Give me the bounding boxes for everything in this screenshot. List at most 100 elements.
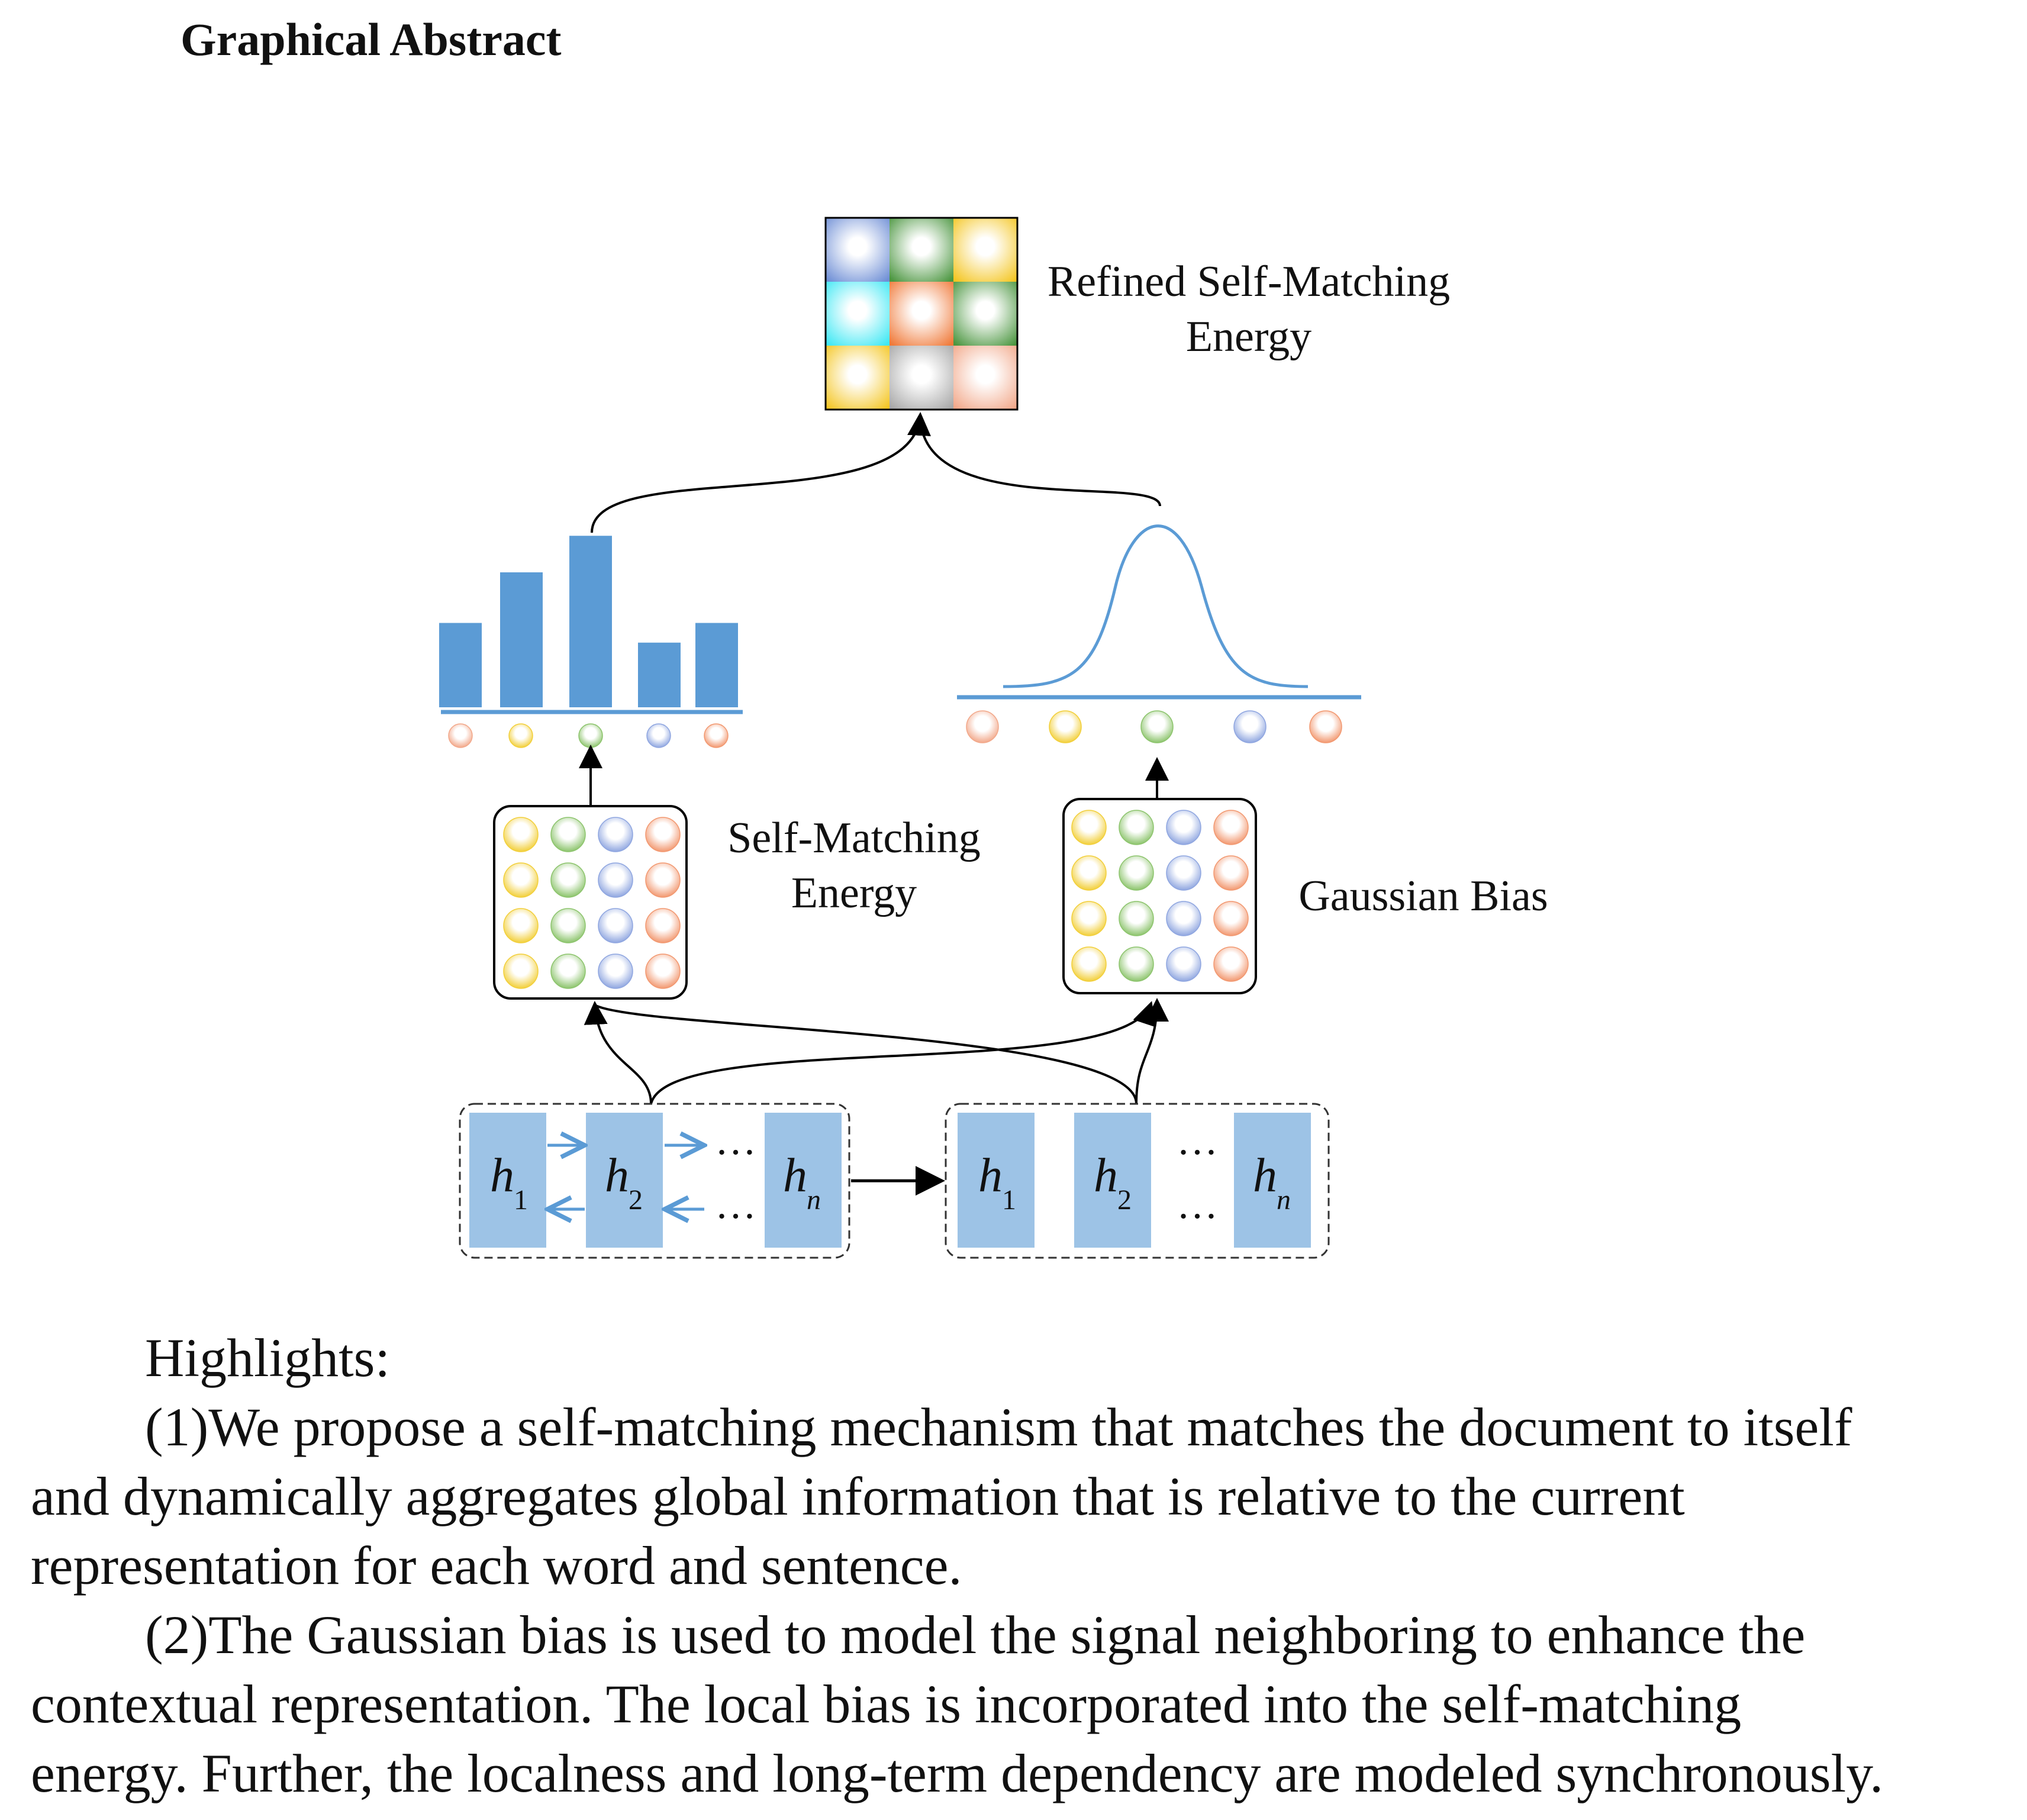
- output-group-box: [945, 1103, 1330, 1259]
- energy-bar: [695, 623, 738, 707]
- token-ball: [1049, 710, 1082, 743]
- token-ball: [646, 723, 671, 748]
- right-to-sm-arrow: [594, 1004, 1137, 1104]
- grid-ball: [1071, 855, 1107, 891]
- hidden-state-hn: h n: [783, 1148, 821, 1216]
- ellipsis: …: [715, 1182, 756, 1228]
- grid-ball: [1166, 810, 1201, 845]
- energy-bar: [439, 623, 482, 707]
- hidden-state-h2: h 2: [1094, 1148, 1132, 1216]
- hidden-state-h2: h 2: [605, 1148, 643, 1216]
- token-ball: [578, 723, 603, 748]
- left-to-gb-arrow: [650, 1001, 1156, 1104]
- grid-ball: [1119, 901, 1154, 936]
- grid-ball: [503, 954, 539, 989]
- grid-ball: [1119, 855, 1154, 891]
- refined-energy-label-line2: Energy: [1186, 313, 1311, 361]
- grid-ball: [1119, 946, 1154, 982]
- right-to-gb-arrow: [1135, 998, 1169, 1104]
- refined-grid-cell: [826, 282, 890, 346]
- gaussian-bias-label: Gaussian Bias: [1298, 872, 1548, 920]
- svg-text:2: 2: [629, 1184, 643, 1216]
- self-matching-energy-box: [493, 805, 688, 1000]
- grid-ball: [645, 908, 681, 943]
- svg-text:h: h: [783, 1148, 807, 1202]
- hidden-state-h1: h 1: [490, 1148, 528, 1216]
- token-ball: [508, 723, 533, 748]
- grid-ball: [645, 954, 681, 989]
- grid-ball: [1071, 810, 1107, 845]
- self-matching-energy-grid: [503, 817, 681, 989]
- hidden-state-block: [1234, 1113, 1311, 1248]
- highlight-line-3: representation for each word and sentenc…: [31, 1535, 962, 1596]
- svg-text:h: h: [1094, 1148, 1118, 1202]
- refined-grid-border: [824, 217, 1019, 411]
- refined-grid-cell: [953, 346, 1017, 410]
- token-ball: [1233, 710, 1267, 743]
- energy-bar: [638, 642, 681, 707]
- grid-ball: [1213, 901, 1249, 936]
- svg-text:1: 1: [1002, 1184, 1016, 1216]
- refined-energy-label-line1: Refined Self-Matching: [1048, 257, 1450, 306]
- hidden-state-block: [1074, 1113, 1151, 1248]
- bar-token-row: [448, 723, 729, 748]
- architecture-diagram: Refined Self-Matching Energy Self-Matchi…: [439, 217, 1548, 1259]
- token-ball: [966, 710, 999, 743]
- highlight-line-4: (2)The Gaussian bias is used to model th…: [145, 1605, 1806, 1665]
- highlight-line-5: contextual representation. The local bia…: [31, 1674, 1742, 1734]
- self-matching-label-line2: Energy: [791, 869, 917, 917]
- refined-grid-cell: [826, 346, 890, 410]
- refined-grid-cell: [826, 218, 890, 282]
- gaussian-token-row: [966, 710, 1342, 743]
- bars-to-refined-arrow: [591, 412, 931, 533]
- hidden-state-block: [765, 1113, 842, 1248]
- refined-energy-grid: [824, 217, 1019, 411]
- grid-ball: [1213, 855, 1249, 891]
- energy-bar: [500, 572, 543, 707]
- refined-grid-cell: [890, 218, 953, 282]
- grid-ball: [1166, 855, 1201, 891]
- gaussian-bias-box: [1062, 798, 1257, 994]
- svg-text:h: h: [605, 1148, 629, 1202]
- hidden-state-block: [958, 1113, 1035, 1248]
- grid-ball: [598, 817, 633, 852]
- grid-ball: [598, 908, 633, 943]
- encoder-group-box: [459, 1103, 850, 1259]
- gaussian-curve: [1003, 524, 1309, 688]
- hidden-state-block: [469, 1113, 546, 1248]
- grid-ball: [1071, 901, 1107, 936]
- grid-ball: [1213, 946, 1249, 982]
- grid-ball: [550, 908, 586, 943]
- svg-text:2: 2: [1117, 1184, 1132, 1216]
- grid-ball: [645, 862, 681, 898]
- refined-grid-cell: [953, 282, 1017, 346]
- graphical-abstract-title: Graphical Abstract: [181, 14, 562, 65]
- grid-ball: [503, 908, 539, 943]
- hidden-state-h1: h 1: [978, 1148, 1016, 1216]
- grid-ball: [550, 954, 586, 989]
- ellipsis: …: [1177, 1118, 1218, 1164]
- hidden-state-block: [586, 1113, 663, 1248]
- grid-ball: [550, 862, 586, 898]
- ellipsis: …: [715, 1118, 756, 1164]
- refined-grid-cell: [953, 218, 1017, 282]
- grid-ball: [598, 954, 633, 989]
- token-ball: [448, 723, 473, 748]
- grid-ball: [1213, 810, 1249, 845]
- grid-ball: [1166, 946, 1201, 982]
- refined-grid-cell: [890, 282, 953, 346]
- ellipsis: …: [1177, 1182, 1218, 1228]
- grid-ball: [1119, 810, 1154, 845]
- left-to-sm-arrow: [584, 1001, 652, 1104]
- grid-ball: [503, 817, 539, 852]
- highlight-line-1: (1)We propose a self-matching mechanism …: [145, 1397, 1852, 1457]
- gaussian-to-refined-arrow: [919, 417, 1161, 507]
- token-ball: [1140, 710, 1174, 743]
- svg-text:h: h: [1253, 1148, 1277, 1202]
- self-matching-label-line1: Self-Matching: [727, 814, 980, 862]
- token-ball: [1309, 710, 1342, 743]
- svg-text:h: h: [490, 1148, 514, 1202]
- svg-text:n: n: [1277, 1184, 1291, 1216]
- highlight-line-2: and dynamically aggregates global inform…: [31, 1466, 1685, 1526]
- grid-ball: [645, 817, 681, 852]
